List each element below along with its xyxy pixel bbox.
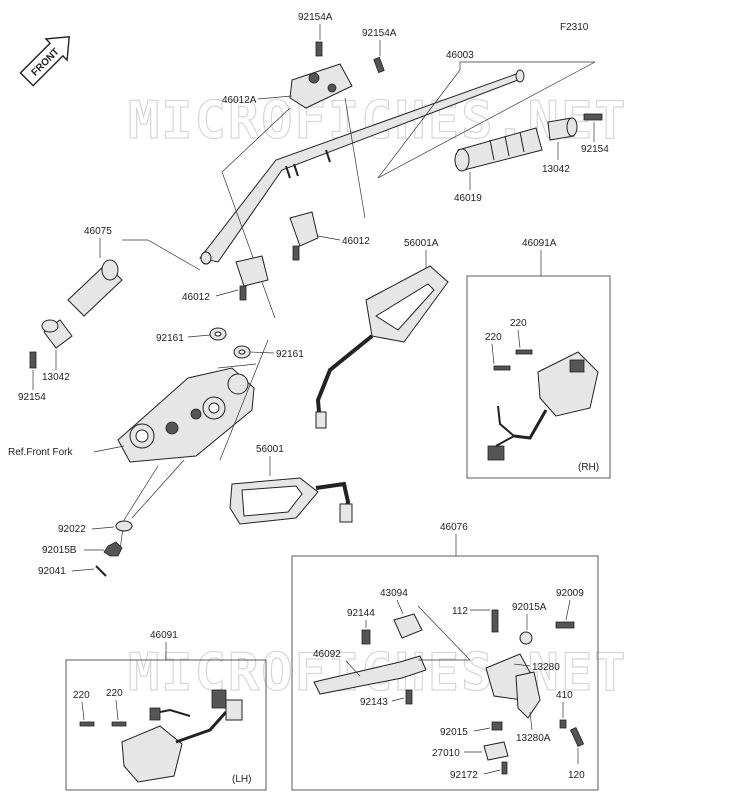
label-112: 112 (452, 606, 468, 617)
bolt-112 (491, 609, 499, 633)
screw-220-d (111, 721, 127, 727)
lh-switch-box (65, 659, 267, 791)
label-27010: 27010 (432, 748, 460, 759)
bar-end-weight-right (547, 117, 578, 141)
label-13280: 13280 (532, 662, 560, 673)
diagram-code: F2310 (560, 22, 589, 33)
washer-92022 (115, 520, 133, 532)
bolt-92154-right (583, 113, 603, 121)
label-92015: 92015 (440, 727, 468, 738)
nut-92015 (491, 721, 503, 731)
screw-220-b (515, 349, 533, 355)
bolt-92154A-left (315, 41, 323, 57)
label-13280A: 13280A (516, 733, 551, 744)
upper-clamp-part (289, 63, 353, 109)
lever-holder-part (485, 653, 541, 719)
screw-92172 (501, 761, 508, 775)
label-46012A: 46012A (222, 95, 257, 106)
cotter-pin-92041 (95, 565, 107, 577)
label-43094: 43094 (380, 588, 408, 599)
label-120: 120 (568, 770, 585, 781)
label-92041: 92041 (38, 566, 66, 577)
label-46019: 46019 (454, 193, 482, 204)
bolt-92154-left (29, 351, 37, 369)
label-92154A-left: 92154A (298, 12, 333, 23)
label-92161-b: 92161 (276, 349, 304, 360)
nut-92015B (103, 541, 123, 557)
label-56001A: 56001A (404, 238, 439, 249)
holder-right-part (289, 211, 319, 261)
rh-switch-box (466, 275, 611, 479)
lh-switch-housing (121, 689, 243, 783)
label-13042-right: 13042 (542, 164, 570, 175)
bolt-92009 (555, 621, 575, 629)
label-92143: 92143 (360, 697, 388, 708)
mirror-left-part (229, 477, 353, 525)
label-92022: 92022 (58, 524, 86, 535)
clutch-lever-part (313, 655, 427, 695)
front-arrow-icon: FRONT (19, 36, 70, 87)
label-46092: 46092 (313, 649, 341, 660)
label-46003: 46003 (446, 50, 474, 61)
screw-220-c (79, 721, 95, 727)
bar-end-weight-left (41, 319, 73, 349)
label-220-rh-b: 220 (510, 318, 527, 329)
steering-stem-part (117, 367, 255, 463)
screw-410 (559, 719, 567, 729)
label-46012-right: 46012 (342, 236, 370, 247)
label-220-lh-b: 220 (106, 688, 123, 699)
handlebar-part (199, 69, 525, 265)
label-92154-left: 92154 (18, 392, 46, 403)
bolt-92154A-right (373, 56, 385, 74)
pin-92143 (405, 689, 413, 705)
label-46012-left: 46012 (182, 292, 210, 303)
label-rh: (RH) (578, 462, 599, 473)
label-92154-right: 92154 (581, 144, 609, 155)
label-46091: 46091 (150, 630, 178, 641)
mirror-right-part (315, 265, 449, 429)
label-lh: (LH) (232, 774, 251, 785)
left-grip-part (67, 259, 123, 317)
label-92009: 92009 (556, 588, 584, 599)
label-92154A-right: 92154A (362, 28, 397, 39)
label-220-lh-a: 220 (73, 690, 90, 701)
switch-27010 (483, 741, 509, 761)
label-92161-a: 92161 (156, 333, 184, 344)
washer-92161-a (209, 327, 227, 341)
screw-220-a (493, 365, 511, 371)
label-92172: 92172 (450, 770, 478, 781)
switch-43094 (393, 613, 423, 639)
label-92144: 92144 (347, 608, 375, 619)
label-92015A: 92015A (512, 602, 547, 613)
label-410: 410 (556, 690, 573, 701)
label-46091A: 46091A (522, 238, 557, 249)
label-46076: 46076 (440, 522, 468, 533)
holder-left-part (235, 255, 269, 301)
label-220-rh-a: 220 (485, 332, 502, 343)
washer-92015A (519, 631, 533, 645)
label-ref-front-fork: Ref.Front Fork (8, 447, 73, 458)
rh-switch-housing (487, 351, 599, 461)
right-grip-part (454, 127, 543, 172)
watermark-top: MICROFICHES.NET (128, 91, 628, 151)
label-92015B: 92015B (42, 545, 77, 556)
clutch-lever-box (291, 555, 599, 791)
spring-92144 (361, 629, 371, 645)
label-46075: 46075 (84, 226, 112, 237)
screw-120 (569, 727, 585, 747)
label-56001: 56001 (256, 444, 284, 455)
label-13042-left: 13042 (42, 372, 70, 383)
washer-92161-b (233, 345, 251, 359)
